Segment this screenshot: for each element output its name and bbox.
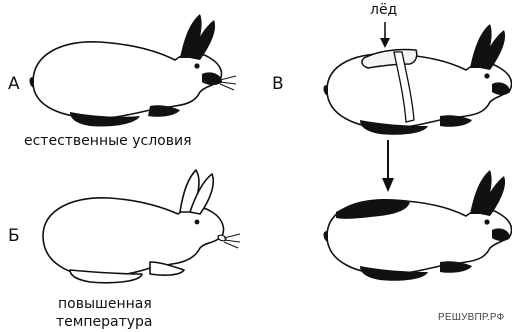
panel-v-letter: В <box>272 76 284 93</box>
panel-b-caption-line1: повышенная <box>58 296 152 313</box>
panel-b-letter: Б <box>8 228 20 245</box>
watermark: РЕШУВПР.РФ <box>438 312 504 323</box>
panel-b-caption-line2: температура <box>56 314 152 331</box>
panel-a-letter: А <box>8 76 20 93</box>
panel-a-caption: естественные условия <box>24 133 192 150</box>
ice-label: лёд <box>370 2 397 19</box>
